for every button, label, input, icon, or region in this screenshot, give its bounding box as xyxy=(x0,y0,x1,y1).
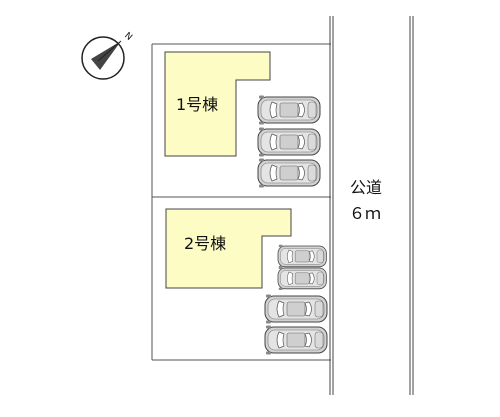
car-icon xyxy=(277,244,327,269)
car-icon xyxy=(264,294,328,324)
parking-building-2 xyxy=(264,244,328,355)
car-icon xyxy=(257,95,321,125)
road-edges xyxy=(329,16,414,395)
car-icon xyxy=(264,325,328,355)
road-label: 公道 ６ｍ xyxy=(349,178,382,223)
road-name: 公道 xyxy=(350,178,382,197)
car-icon xyxy=(257,127,321,157)
car-icon xyxy=(257,158,321,188)
parking-building-1 xyxy=(257,95,321,188)
road-width: ６ｍ xyxy=(349,204,381,223)
compass-north-label: N xyxy=(122,31,134,43)
building-1: 1号棟 xyxy=(164,51,271,157)
compass-north-icon: N xyxy=(81,31,134,80)
lot-boundary xyxy=(151,43,331,361)
building-1-label: 1号棟 xyxy=(176,95,218,114)
car-icon xyxy=(277,266,327,291)
building-2-label: 2号棟 xyxy=(184,234,226,253)
building-2: 2号棟 xyxy=(165,208,292,289)
